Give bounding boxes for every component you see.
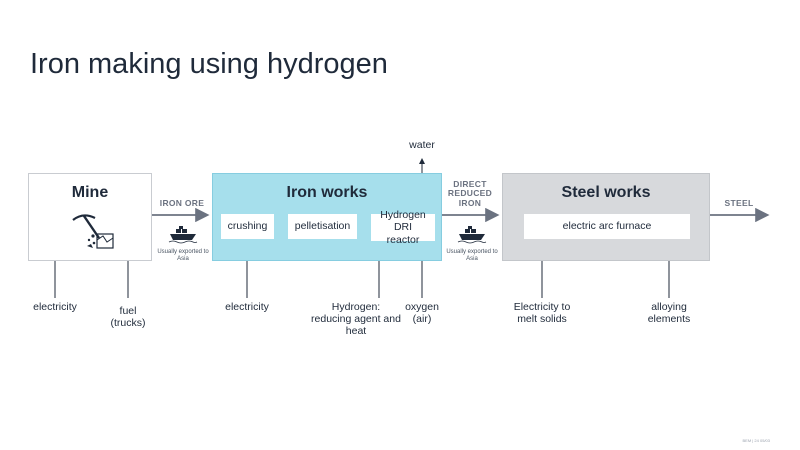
mine-title: Mine <box>71 184 109 201</box>
page-title: Iron making using hydrogen <box>30 48 388 80</box>
export-note-ore: Usually exported to Asia <box>157 249 209 263</box>
process-electric-arc-furnace: electric arc furnace <box>524 214 690 239</box>
input-mine-electricity: electricity <box>33 301 77 313</box>
output-water: water <box>409 139 435 151</box>
input-hydrogen: Hydrogen: reducing agent and heat <box>311 301 401 338</box>
process-crushing: crushing <box>221 214 274 239</box>
mine-stage: Mine <box>28 173 152 261</box>
process-pelletisation: pelletisation <box>288 214 357 239</box>
process-dri-reactor: Hydrogen DRI reactor <box>371 209 435 246</box>
input-alloying: alloying elements <box>647 301 691 326</box>
input-steel-electricity: Electricity to melt solids <box>513 301 571 326</box>
flow-label-iron-ore: IRON ORE <box>159 198 205 208</box>
steel-works-stage: Steel works electric arc furnace <box>502 173 710 261</box>
export-note-dri: Usually exported to Asia <box>446 249 498 263</box>
input-oxygen: oxygen (air) <box>405 301 439 326</box>
cargo-ship-icon <box>457 226 487 244</box>
steel-works-title: Steel works <box>561 184 651 201</box>
flow-label-dri: DIRECT REDUCED IRON <box>447 179 493 208</box>
input-fuel: fuel (trucks) <box>110 305 146 330</box>
input-iron-electricity: electricity <box>225 301 269 313</box>
flow-label-steel: STEEL <box>724 198 754 208</box>
footer-text: BEM | 24 05/03 <box>742 438 771 443</box>
iron-works-stage: Iron works crushing pelletisation Hydrog… <box>212 173 442 261</box>
iron-works-title: Iron works <box>286 184 368 201</box>
pickaxe-rocks-icon <box>72 214 114 249</box>
cargo-ship-icon <box>168 226 198 244</box>
